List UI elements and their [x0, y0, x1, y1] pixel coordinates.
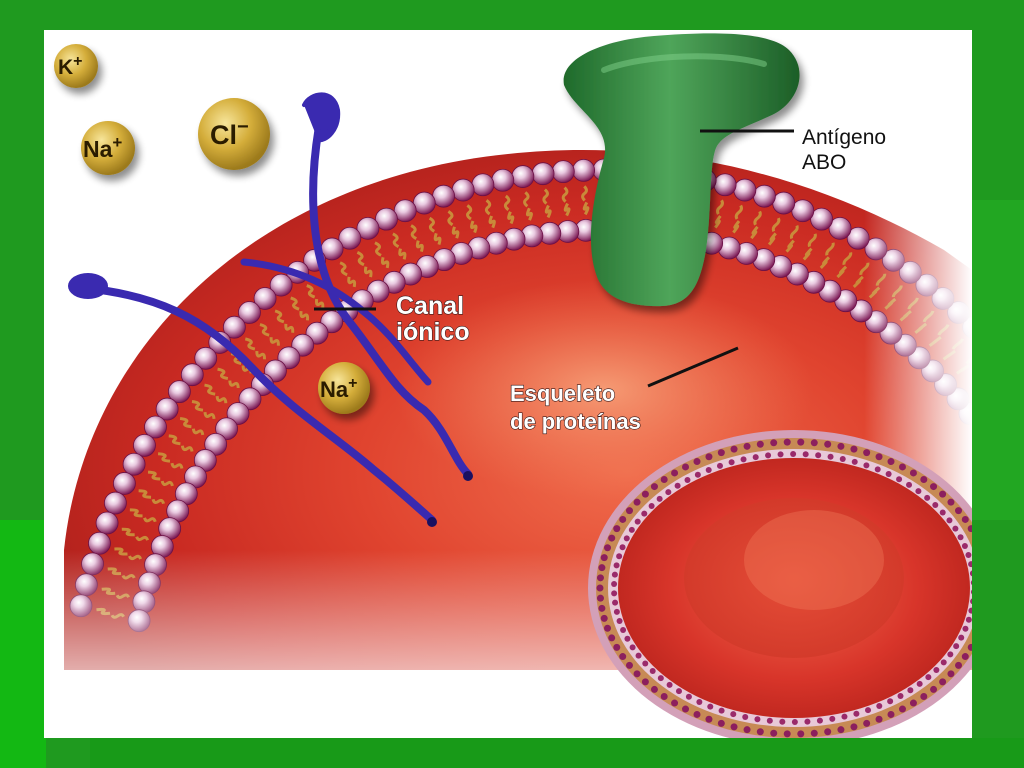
svg-text:Na+: Na+ — [320, 375, 357, 402]
sodium-ion-outside-charge: + — [112, 133, 122, 152]
skeleton-label-line2: de proteínas — [510, 409, 641, 434]
skeleton-label: Esqueleto de proteínas — [509, 380, 641, 434]
svg-text:Cl−: Cl− — [210, 116, 249, 150]
chloride-ion-charge: − — [237, 116, 249, 138]
sodium-ion-inside: Na+ — [318, 362, 370, 414]
slide-canvas: K+ Na+ Cl− Na+ Antígeno ABO Canal iónico… — [44, 30, 972, 738]
red-blood-cell-disc — [588, 430, 972, 738]
svg-text:K+: K+ — [58, 53, 83, 79]
background-band-left — [0, 520, 46, 768]
background-band-right — [970, 200, 1024, 520]
chloride-ion-symbol: Cl — [210, 120, 237, 150]
channel-label-line2: iónico — [396, 318, 470, 346]
chloride-ion: Cl− — [198, 98, 270, 170]
potassium-ion-charge: + — [73, 53, 82, 70]
antigen-label-line2: ABO — [802, 151, 846, 174]
abo-antigen — [563, 33, 800, 307]
antigen-label-line1: Antígeno — [802, 126, 886, 149]
potassium-ion: K+ — [54, 44, 98, 88]
potassium-ion-symbol: K — [58, 56, 73, 79]
channel-label: Canal iónico — [395, 291, 470, 346]
sodium-ion-outside-symbol: Na — [83, 136, 113, 162]
antigen-label: Antígeno ABO — [802, 126, 886, 174]
sodium-ion-inside-charge: + — [348, 375, 357, 392]
skeleton-label-line1: Esqueleto — [510, 381, 615, 406]
ion-channel — [68, 92, 473, 527]
svg-text:Na+: Na+ — [83, 133, 122, 162]
skeleton-leader-line — [647, 346, 739, 388]
sodium-ion-inside-symbol: Na — [320, 377, 349, 402]
background-band-bottom — [90, 738, 1024, 768]
leader-lines — [314, 129, 794, 388]
sodium-ion-outside: Na+ — [81, 121, 135, 175]
cell-membrane-diagram: K+ Na+ Cl− Na+ Antígeno ABO Canal iónico… — [44, 33, 972, 738]
channel-label-line1: Canal — [396, 292, 464, 320]
